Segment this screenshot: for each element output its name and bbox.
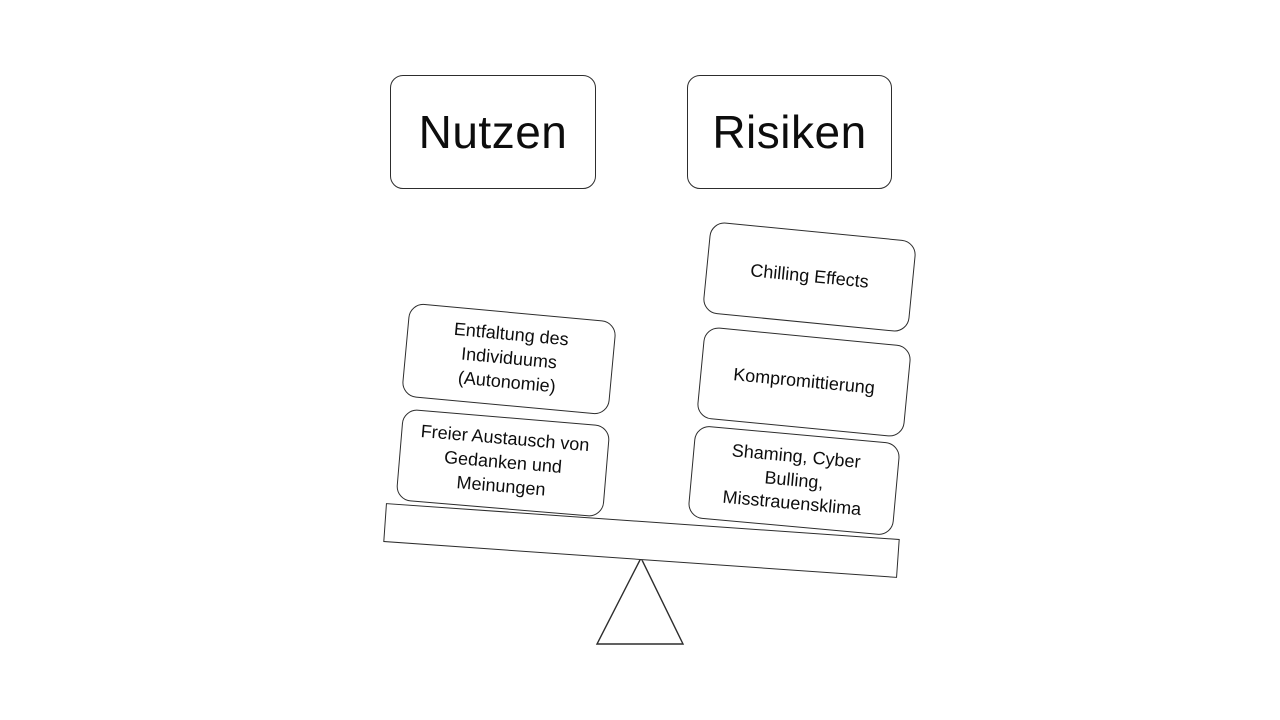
benefit-label: Entfaltung des Individuums (Autonomie) [453,318,570,397]
header-label-risiken: Risiken [712,106,867,158]
risk-label: Kompromittierung [732,364,876,398]
header-label-nutzen: Nutzen [418,106,568,158]
benefit-box-entfaltung: Entfaltung des Individuums (Autonomie) [401,302,617,416]
benefit-label: Freier Austausch von Gedanken und Meinun… [419,421,591,500]
header-box-nutzen: Nutzen [390,75,596,189]
risk-label: Chilling Effects [749,260,870,292]
header-box-risiken: Risiken [687,75,892,189]
risk-box-kompromittierung: Kompromittierung [696,326,912,438]
risk-box-chilling-effects: Chilling Effects [702,221,917,333]
balance-fulcrum-triangle-icon [595,556,685,645]
risk-label: Shaming, Cyber Bulling, Misstrauensklima [721,439,863,520]
risk-box-shaming: Shaming, Cyber Bulling, Misstrauensklima [687,424,901,537]
benefit-box-freier-austausch: Freier Austausch von Gedanken und Meinun… [395,408,611,518]
